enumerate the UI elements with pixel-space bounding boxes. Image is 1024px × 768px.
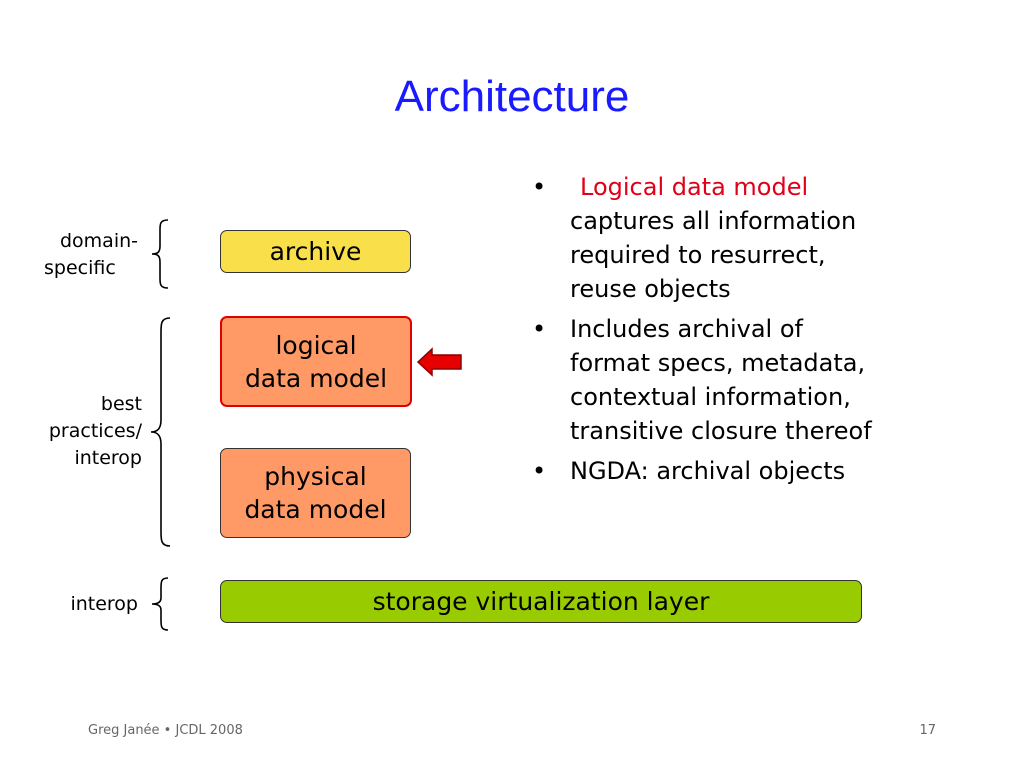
bullet-item-includes: • Includes archival of format specs, met… (532, 312, 1002, 448)
bullet-dot: • (532, 315, 547, 343)
bullet-2-line1: Includes archival of (570, 315, 803, 343)
brace-best-practices (150, 317, 171, 547)
archive-label: archive (269, 237, 362, 266)
bullet-2-line4: transitive closure thereof (570, 417, 872, 445)
bullet-highlight: Logical data model (580, 173, 809, 201)
label-domain-line1: domain- (59, 230, 138, 252)
brace-interop (151, 577, 169, 631)
bullet-item-logical: • Logical data model captures all inform… (532, 170, 1002, 306)
archive-box: archive (220, 230, 411, 273)
logical-label-line2: data model (244, 363, 388, 393)
logical-data-model-box: logical data model (220, 316, 412, 407)
label-interop-text: interop (70, 593, 138, 615)
bullet-2-line2: format specs, metadata, (570, 349, 866, 377)
physical-label-line2: data model (244, 495, 387, 524)
label-best-practices: best practices/ interop (20, 391, 142, 472)
label-interop: interop (30, 591, 138, 618)
brace-domain-specific (151, 219, 169, 289)
bullet-dot: • (532, 173, 547, 201)
bullet-2-line3: contextual information, (570, 383, 851, 411)
label-domain-specific: domain- specific (30, 228, 138, 282)
bullet-3-line1: NGDA: archival objects (570, 457, 846, 485)
left-arrow-icon (416, 347, 462, 377)
footer-credit: Greg Janée • JCDL 2008 (88, 723, 243, 738)
logical-label-line1: logical (275, 330, 357, 360)
label-best-line3: interop (74, 447, 142, 469)
physical-label-line1: physical (264, 462, 367, 491)
bullet-item-ngda: • NGDA: archival objects (532, 454, 1002, 488)
bullet-1-line1: captures all information (570, 207, 857, 235)
bullet-dot: • (532, 457, 547, 485)
slide-title: Architecture (394, 72, 630, 121)
bullet-1-line3: reuse objects (570, 275, 731, 303)
storage-label: storage virtualization layer (372, 587, 710, 616)
page-number: 17 (919, 723, 936, 738)
label-best-line2: practices/ (48, 420, 142, 442)
storage-virtualization-layer-box: storage virtualization layer (220, 580, 862, 623)
physical-data-model-box: physical data model (220, 448, 411, 538)
bullet-list: • Logical data model captures all inform… (532, 170, 1002, 494)
label-domain-line2: specific (44, 257, 116, 279)
label-best-line1: best (100, 393, 142, 415)
bullet-1-line2: required to resurrect, (570, 241, 826, 269)
